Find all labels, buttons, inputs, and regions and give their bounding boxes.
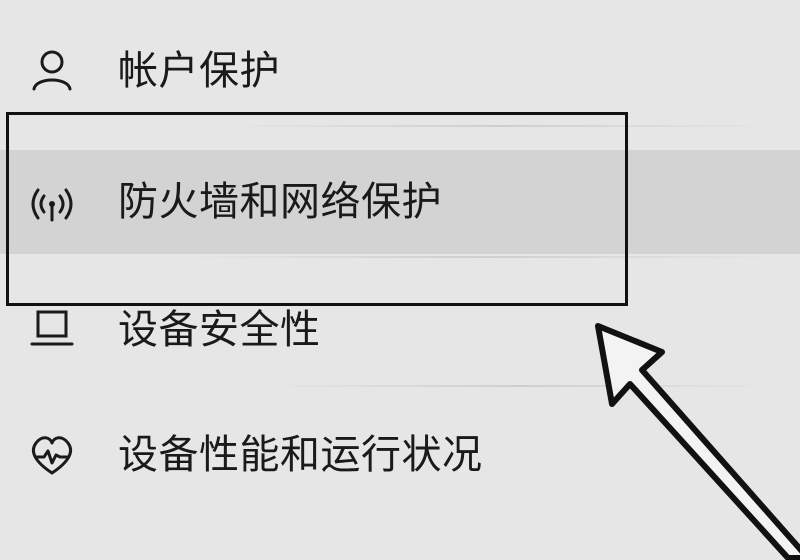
heart-pulse-icon <box>24 427 80 483</box>
wifi-signal-icon <box>24 174 80 230</box>
sidebar-item-account-protection[interactable]: 帐户保护 <box>0 16 800 126</box>
separator <box>220 125 780 127</box>
separator <box>180 256 780 258</box>
sidebar-item-firewall-network-protection[interactable]: 防火墙和网络保护 <box>0 150 800 254</box>
laptop-icon <box>24 302 80 358</box>
sidebar-item-label: 帐户保护 <box>118 48 280 94</box>
sidebar-item-device-performance-health[interactable]: 设备性能和运行状况 <box>0 400 800 510</box>
sidebar-item-device-security[interactable]: 设备安全性 <box>0 275 800 385</box>
sidebar-item-label: 防火墙和网络保护 <box>118 179 442 225</box>
separator <box>260 385 780 387</box>
person-icon <box>24 43 80 99</box>
sidebar-item-label: 设备性能和运行状况 <box>118 432 483 478</box>
security-sidebar-menu: 帐户保护 防火墙和网络保护 设备安全性 <box>0 16 800 510</box>
sidebar-item-label: 设备安全性 <box>118 307 321 353</box>
